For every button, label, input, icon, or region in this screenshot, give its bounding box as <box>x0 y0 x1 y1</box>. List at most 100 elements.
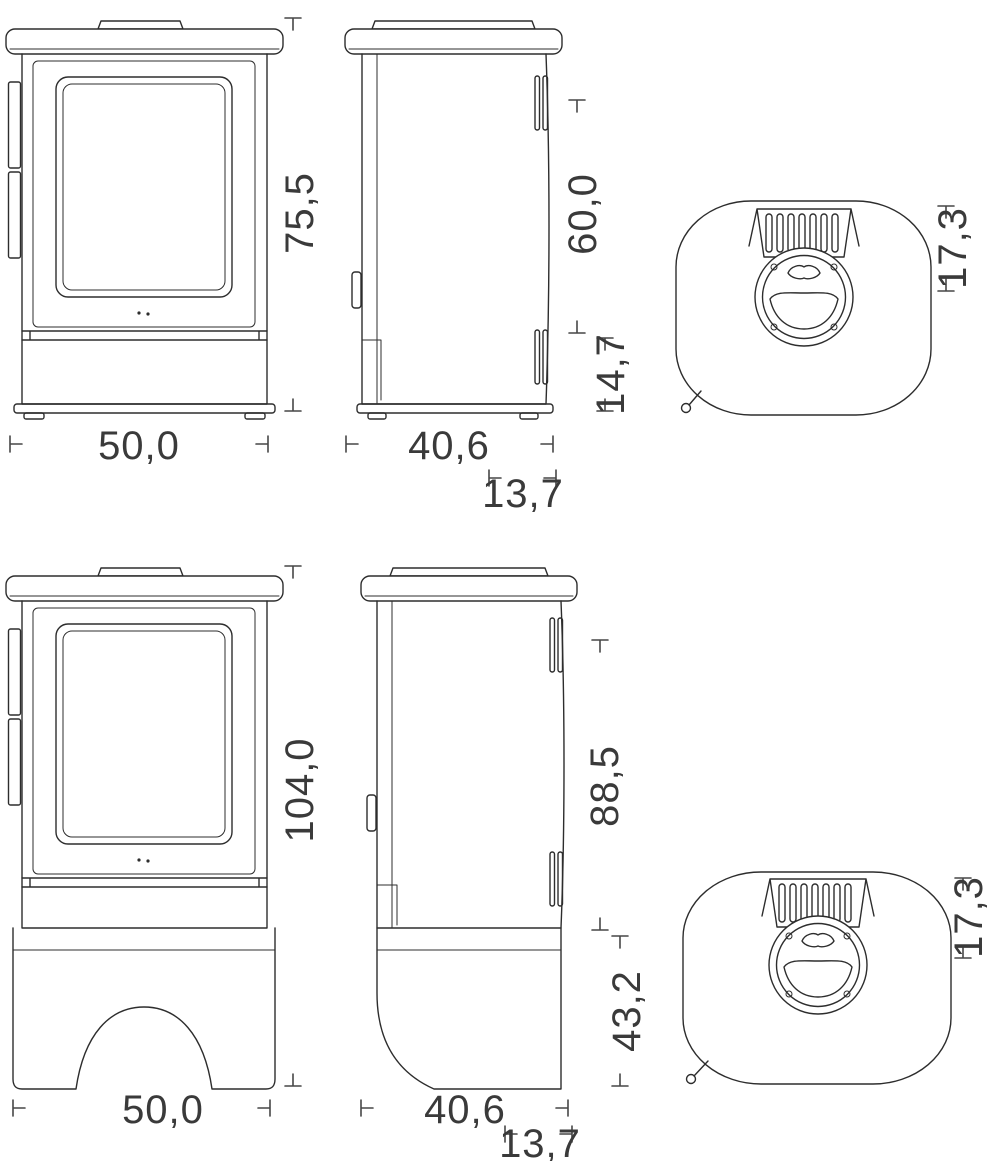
door-latch-dots <box>137 311 150 316</box>
dim-front-width-short: 50,0 <box>9 424 269 468</box>
dim-ticks <box>504 1125 573 1143</box>
dim-label-front-height-tall: 104,0 <box>278 737 322 842</box>
dim-side-base-height-short: 14,7 <box>589 333 633 415</box>
dim-ticks <box>611 935 629 1087</box>
dim-ticks <box>12 1099 271 1117</box>
door-hinges <box>7 81 22 259</box>
ash-lip-lines <box>21 877 268 888</box>
dim-label-depth-short: 40,6 <box>408 424 490 468</box>
dim-label-flue-offset-short: 17,3 <box>931 207 975 289</box>
glass-window-outer <box>55 623 233 845</box>
door-latch <box>351 271 362 309</box>
collar-screws <box>785 932 851 998</box>
side-view-short <box>344 20 563 420</box>
ash-lip-lines <box>21 330 268 341</box>
dim-door-depth-tall: 13,7 <box>499 1122 581 1161</box>
glass-window-inner <box>62 630 226 838</box>
flue-collar-inner <box>761 254 847 340</box>
dim-label-front-width-short: 50,0 <box>98 424 180 468</box>
side-view-tall <box>360 567 578 1090</box>
dim-ticks <box>9 435 269 453</box>
body-outline <box>361 53 550 405</box>
dim-ticks <box>568 99 586 334</box>
dim-label-depth-tall: 40,6 <box>424 1088 506 1132</box>
dim-flue-offset-short: 17,3 <box>931 205 975 292</box>
dim-side-base-height-tall: 43,2 <box>605 935 649 1087</box>
grate-outline <box>761 878 875 928</box>
door-handle-pin <box>680 390 702 414</box>
flue-collar-inner <box>775 922 861 1008</box>
dim-depth-short: 40,6 <box>345 424 554 468</box>
riddling-opening-small <box>801 932 835 948</box>
top-plate <box>344 28 563 55</box>
dim-label-side-upper-tall: 88,5 <box>583 745 627 827</box>
glass-window-outer <box>55 76 233 298</box>
door-outline <box>32 60 256 328</box>
dim-ticks <box>360 1099 569 1117</box>
dim-label-side-upper-short: 60,0 <box>561 173 605 255</box>
dim-ticks <box>954 877 972 959</box>
flue-stub <box>97 20 184 30</box>
grate-outline <box>748 208 860 258</box>
dim-label-door-depth-tall: 13,7 <box>499 1122 581 1161</box>
base-plinth <box>13 403 276 414</box>
dim-ticks <box>937 205 955 292</box>
ash-drawer-lines <box>361 339 382 401</box>
dim-label-front-width-tall: 50,0 <box>122 1088 204 1132</box>
base-plinth <box>356 403 554 414</box>
door-hinges <box>7 628 22 806</box>
riddling-opening-large <box>769 292 839 330</box>
top-view-short <box>675 200 932 416</box>
front-view-tall <box>5 567 284 1090</box>
door-latch-dots <box>137 858 150 863</box>
dim-depth-tall: 40,6 <box>360 1088 569 1132</box>
collar-screws <box>770 263 838 331</box>
flue-stub <box>389 567 549 577</box>
feet <box>23 412 266 420</box>
dim-front-height-tall: 104,0 <box>278 565 322 1087</box>
dim-ticks <box>284 565 302 1087</box>
dim-ticks <box>284 17 302 412</box>
riddling-opening-large <box>783 960 853 998</box>
flue-collar-outer <box>768 915 868 1015</box>
dim-label-front-height-short: 75,5 <box>278 172 322 254</box>
air-vent-slots-top <box>549 617 564 673</box>
pedestal-base-outline <box>12 927 276 1090</box>
front-view-short <box>5 20 284 420</box>
flue-stub <box>371 20 536 30</box>
dim-ticks <box>488 469 557 487</box>
top-plate <box>5 28 284 55</box>
dim-label-side-base-tall: 43,2 <box>605 970 649 1052</box>
variant-b-views: 104,0 50,0 88,5 43,2 40,6 13,7 17,3 <box>5 565 991 1161</box>
dim-side-upper-height-short: 60,0 <box>561 99 605 334</box>
flue-collar-outer <box>754 247 854 347</box>
dim-label-side-base-short: 14,7 <box>589 333 633 415</box>
dim-label-door-depth-short: 13,7 <box>482 472 564 516</box>
body-outline <box>21 600 268 929</box>
air-vent-slots-top <box>534 75 549 131</box>
dim-ticks <box>591 639 609 931</box>
glass-window-inner <box>62 83 226 291</box>
top-plate <box>360 575 578 602</box>
dim-ticks <box>596 337 614 412</box>
door-outline <box>32 607 256 875</box>
air-vent-slots-bottom <box>534 329 549 385</box>
dim-door-depth-short: 13,7 <box>482 469 564 516</box>
dim-side-upper-height-tall: 88,5 <box>583 639 627 931</box>
feet <box>367 412 539 420</box>
riddling-opening-small <box>787 264 821 280</box>
door-handle-pin <box>685 1060 709 1085</box>
flue-stub <box>97 567 184 577</box>
body-outline <box>376 600 565 929</box>
air-vent-slots-bottom <box>549 851 564 907</box>
variant-a-views: 75,5 50,0 60,0 14,7 40,6 13,7 17,3 <box>5 17 975 516</box>
top-view-tall <box>682 871 952 1085</box>
dim-flue-offset-tall: 17,3 <box>947 876 991 959</box>
body-outline <box>21 53 268 405</box>
dim-label-flue-offset-tall: 17,3 <box>947 876 991 958</box>
ash-drawer-lines <box>376 884 398 926</box>
dim-front-width-tall: 50,0 <box>12 1088 271 1132</box>
pedestal-base-outline <box>376 927 562 1090</box>
